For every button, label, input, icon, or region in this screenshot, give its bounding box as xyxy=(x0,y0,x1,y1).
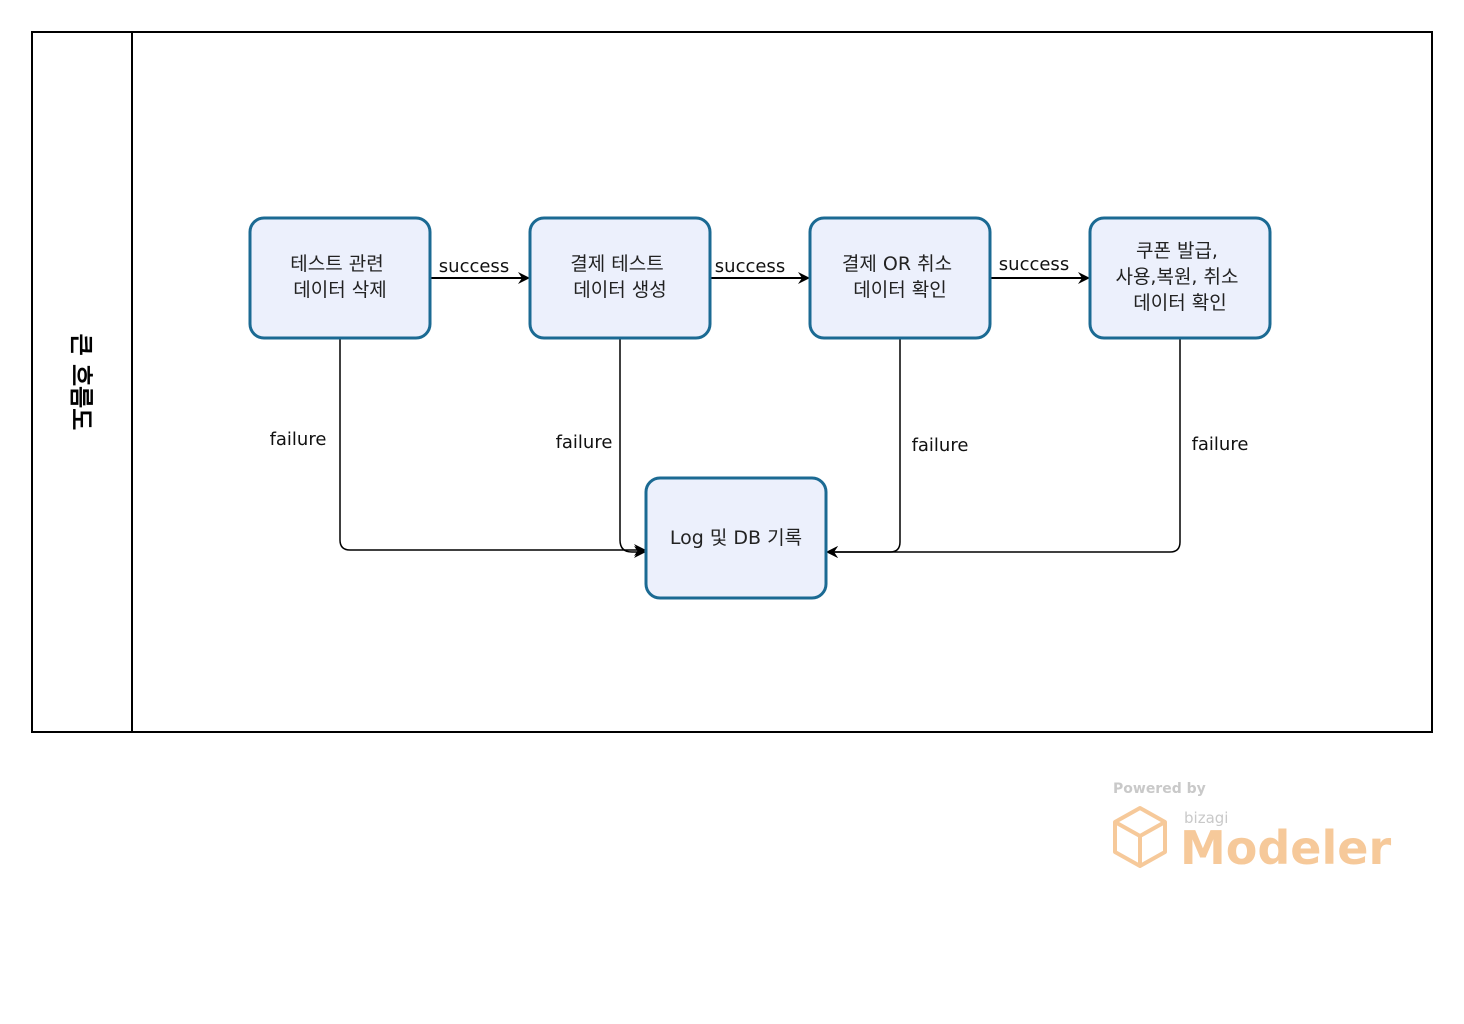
edge-failure-2: failure xyxy=(556,338,646,558)
svg-text:테스트 관련 데이터 삭제: 테스트 관련 데이터 삭제 xyxy=(290,253,390,301)
bizagi-cube-icon xyxy=(1113,806,1167,868)
lane-label: 큰 흐름도 xyxy=(67,334,95,431)
edge-success-2: success xyxy=(710,256,810,284)
svg-text:쿠폰 발급, 사용,복원, 취소 데: 쿠폰 발급, 사용,복원, 취소 데이터 확인 xyxy=(1115,240,1244,314)
task-delete-test-data[interactable]: 테스트 관련 데이터 삭제 xyxy=(248,216,432,340)
task-label-line: 쿠폰 발급, xyxy=(1136,240,1218,262)
svg-text:결제 OR 취소 데이터 확인: 결제 OR 취소 데이터 확인 xyxy=(842,253,958,301)
task-label-line: 사용,복원, 취소 xyxy=(1115,266,1238,288)
edge-label-failure-3: failure xyxy=(912,435,969,456)
watermark: Powered by bizagi Modeler xyxy=(1113,781,1391,875)
edge-label-success-2: success xyxy=(715,256,785,277)
edge-label-failure-2: failure xyxy=(556,432,613,453)
edge-label-failure-4: failure xyxy=(1192,434,1249,455)
svg-text:Log 및 DB 기록: Log 및 DB 기록 xyxy=(670,527,802,549)
task-verify-coupon-data[interactable]: 쿠폰 발급, 사용,복원, 취소 데이터 확인 xyxy=(1088,216,1272,340)
task-label-line: 데이터 삭제 xyxy=(293,279,386,301)
pool-frame xyxy=(31,31,1433,733)
task-verify-payment-or-cancel[interactable]: 결제 OR 취소 데이터 확인 xyxy=(808,216,992,340)
task-log-and-db-record[interactable]: Log 및 DB 기록 xyxy=(644,476,828,600)
watermark-powered-by: Powered by xyxy=(1113,781,1206,797)
edge-success-3: success xyxy=(990,254,1090,284)
task-label-line: Log 및 DB 기록 xyxy=(670,527,802,549)
watermark-brand: bizagi xyxy=(1184,809,1228,827)
watermark-product: Modeler xyxy=(1180,821,1391,875)
edge-failure-4: failure xyxy=(826,338,1249,558)
edge-label-success-1: success xyxy=(439,256,509,277)
task-label-line: 결제 테스트 xyxy=(570,253,663,275)
task-label-line: 데이터 확인 xyxy=(1133,292,1226,314)
task-create-payment-test-data[interactable]: 결제 테스트 데이터 생성 xyxy=(528,216,712,340)
svg-text:결제 테스트 데이터 생성: 결제 테스트 데이터 생성 xyxy=(570,253,670,301)
edge-label-success-3: success xyxy=(999,254,1069,275)
task-label-line: 데이터 확인 xyxy=(853,279,946,301)
task-label-line: 테스트 관련 xyxy=(290,253,383,275)
edge-label-failure-1: failure xyxy=(270,429,327,450)
edge-success-1: success xyxy=(430,256,530,284)
task-label-line: 결제 OR 취소 xyxy=(842,253,952,275)
task-label-line: 데이터 생성 xyxy=(573,279,666,301)
edge-failure-1: failure xyxy=(270,338,646,556)
